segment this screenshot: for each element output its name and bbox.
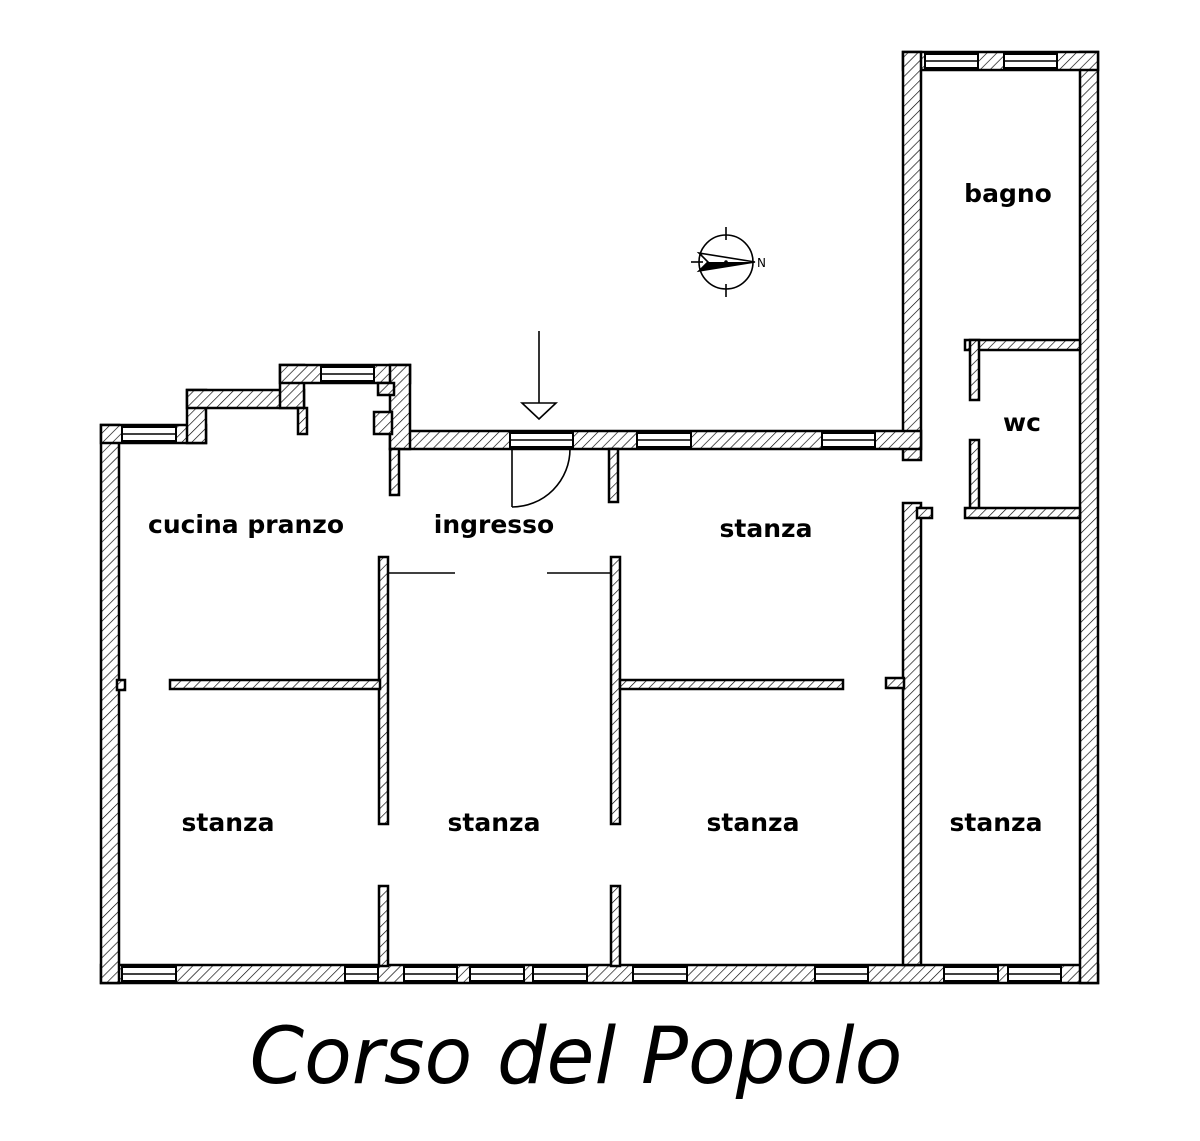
doors bbox=[388, 448, 611, 574]
tower-inner-wall bbox=[901, 501, 923, 967]
tower-inner-stub bbox=[915, 506, 934, 520]
kitchen-nub bbox=[376, 381, 396, 397]
wc-bottom-wall bbox=[963, 506, 1082, 520]
room-label-bagno: bagno bbox=[964, 179, 1052, 208]
left-wall-nub bbox=[115, 678, 127, 692]
outer-walls bbox=[99, 50, 1100, 985]
kitchen-right-pier bbox=[388, 363, 412, 451]
wc-left-wall-bottom bbox=[968, 438, 981, 519]
room-label-ingresso: ingresso bbox=[434, 510, 554, 539]
kitchen-pier-stub bbox=[372, 410, 394, 436]
windows bbox=[121, 53, 1062, 982]
ingresso-right-jamb bbox=[607, 447, 620, 504]
compass-icon: N bbox=[691, 227, 766, 297]
room-label-stanza-center: stanza bbox=[448, 808, 541, 837]
room-label-wc: wc bbox=[1003, 408, 1041, 437]
entrance-arrow bbox=[519, 331, 559, 421]
interior-walls bbox=[115, 338, 1082, 968]
room-label-stanza-front: stanza bbox=[720, 514, 813, 543]
tower-left-wall bbox=[901, 50, 923, 462]
room-label-cucina-pranzo: cucina pranzo bbox=[148, 510, 344, 539]
ingresso-left-jamb bbox=[388, 447, 401, 497]
room-labels: bagno wc cucina pranzo ingresso stanza s… bbox=[148, 179, 1052, 837]
tower-inner-nub bbox=[884, 676, 906, 690]
room-label-stanza-right: stanza bbox=[707, 808, 800, 837]
corridor-right-wall-low bbox=[609, 884, 622, 968]
corridor-left-wall-low bbox=[377, 884, 390, 968]
right-partition bbox=[618, 678, 845, 691]
entrance-door-swing bbox=[511, 448, 571, 508]
right-wall bbox=[1078, 50, 1100, 985]
compass-north-letter: N bbox=[757, 256, 766, 270]
kitchen-inner-stub bbox=[296, 406, 309, 436]
left-wall bbox=[99, 423, 121, 985]
corridor-left-wall bbox=[377, 555, 390, 826]
wc-left-wall-top bbox=[968, 338, 981, 402]
street-name: Corso del Popolo bbox=[250, 1012, 903, 1102]
room-label-stanza-tower: stanza bbox=[950, 808, 1043, 837]
bagno-bottom-wall bbox=[963, 338, 1082, 352]
corridor-right-wall bbox=[609, 555, 622, 826]
room-label-stanza-left: stanza bbox=[182, 808, 275, 837]
left-partition bbox=[168, 678, 382, 691]
